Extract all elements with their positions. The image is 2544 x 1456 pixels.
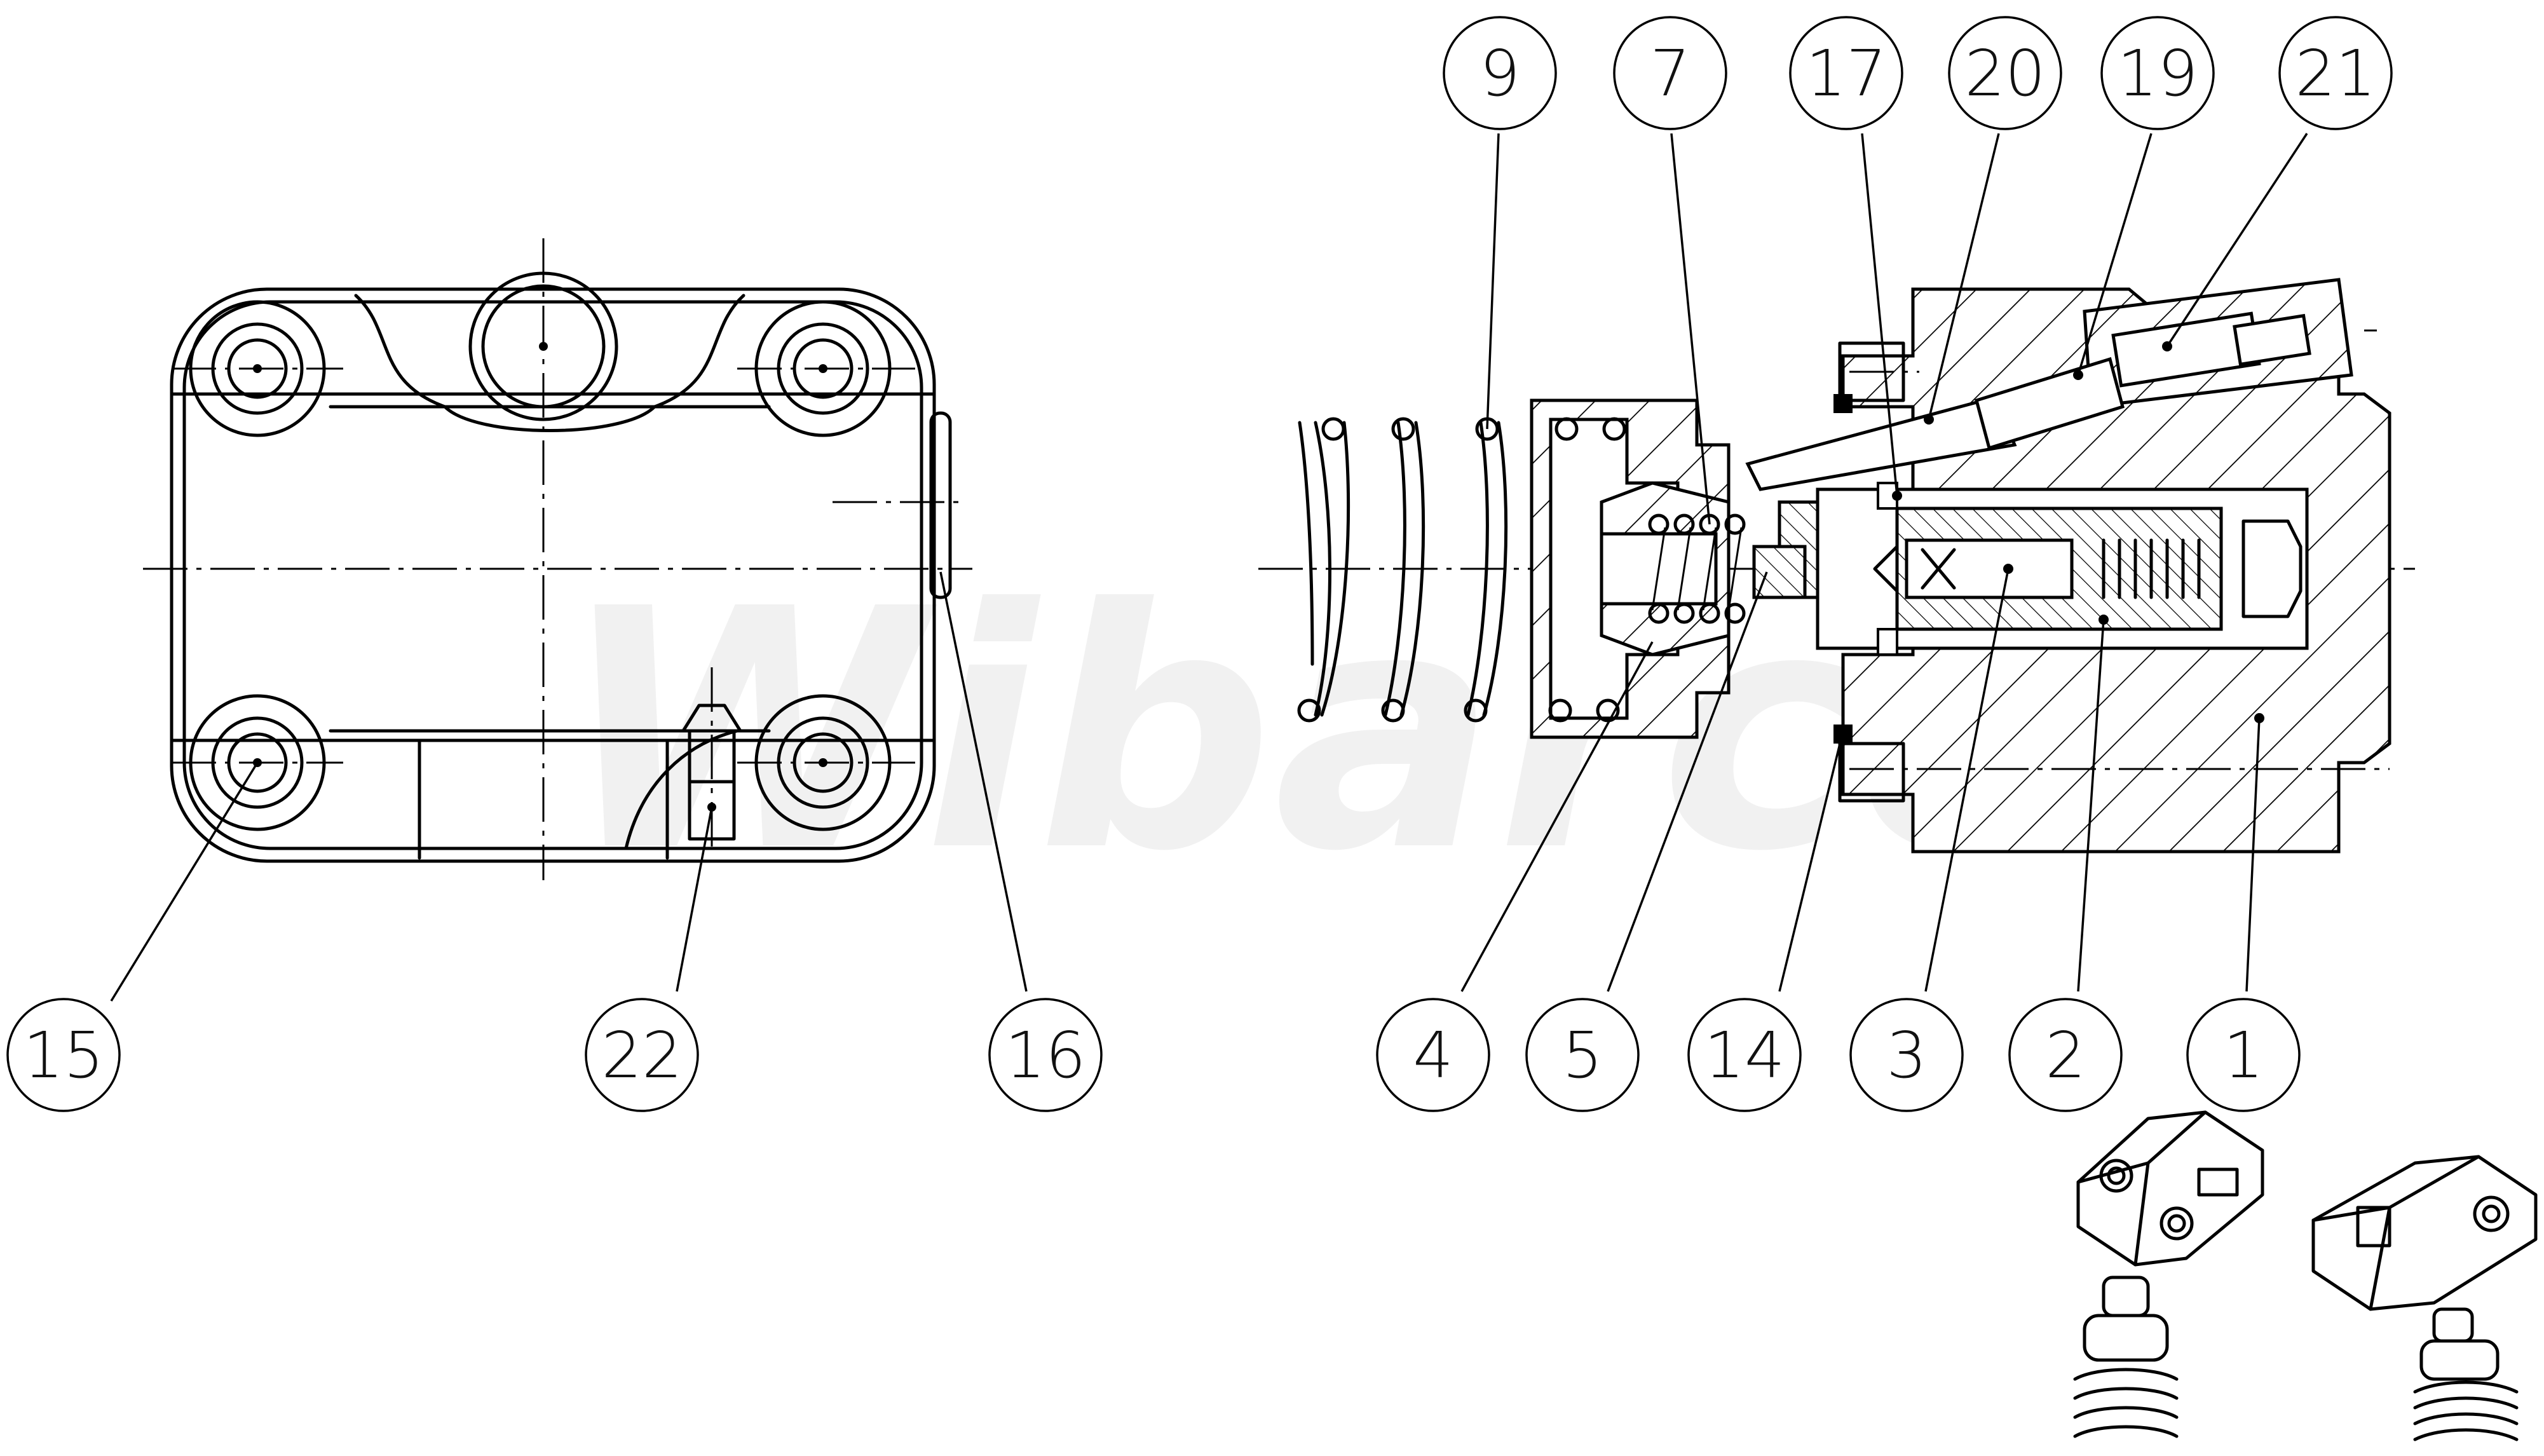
callout-label-16: 16: [1005, 1018, 1085, 1092]
callout-label-9: 9: [1479, 36, 1520, 111]
callout-label-14: 14: [1704, 1018, 1785, 1092]
pump-body: [1745, 278, 2391, 854]
callout-21: 21: [2278, 16, 2393, 130]
callout-label-2: 2: [2045, 1018, 2086, 1092]
callout-22: 22: [585, 998, 699, 1112]
pump-3d-view-left: [2073, 1110, 2264, 1438]
callout-9: 9: [1443, 16, 1557, 130]
callout-label-7: 7: [1650, 36, 1690, 111]
callout-1: 1: [2186, 998, 2301, 1112]
callout-label-3: 3: [1886, 1018, 1927, 1092]
callout-2: 2: [2008, 998, 2123, 1112]
callout-19: 19: [2100, 16, 2215, 130]
callout-20: 20: [1948, 16, 2062, 130]
callout-17: 17: [1789, 16, 1903, 130]
callout-label-20: 20: [1964, 36, 2045, 111]
leader-lines: [110, 133, 2308, 1002]
callout-7: 7: [1613, 16, 1727, 130]
callout-4: 4: [1376, 998, 1490, 1112]
callout-label-5: 5: [1562, 1018, 1603, 1092]
spring-cup: [1530, 398, 1746, 739]
callout-14: 14: [1687, 998, 1802, 1112]
callout-5: 5: [1525, 998, 1640, 1112]
callout-label-22: 22: [601, 1018, 682, 1092]
pump-3d-view-right: [2311, 1155, 2538, 1441]
callout-label-21: 21: [2295, 36, 2376, 111]
callout-label-1: 1: [2223, 1018, 2264, 1092]
callout-3: 3: [1849, 998, 1964, 1112]
callout-16: 16: [988, 998, 1103, 1112]
callout-label-4: 4: [1413, 1018, 1453, 1092]
callout-15: 15: [6, 998, 121, 1112]
callout-label-17: 17: [1806, 36, 1886, 111]
housing-front-view: [143, 238, 972, 880]
callout-label-19: 19: [2117, 36, 2198, 111]
callout-label-15: 15: [23, 1018, 104, 1092]
